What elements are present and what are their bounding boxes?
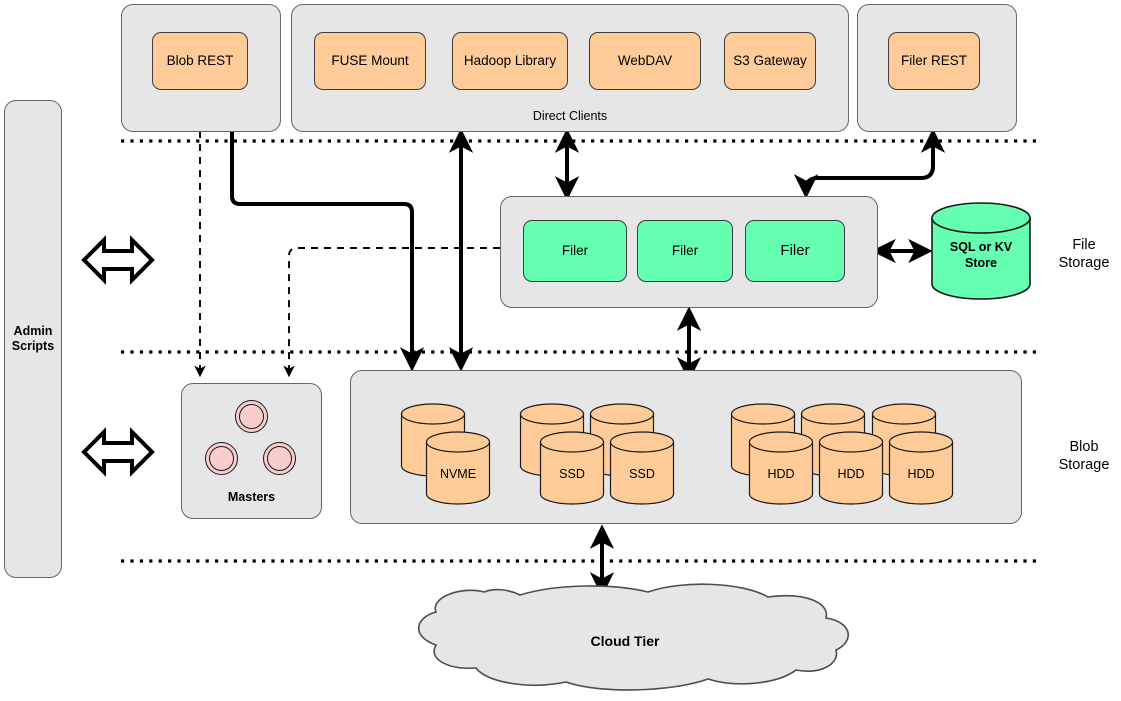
master-node-3[interactable] [263, 442, 296, 475]
blob-storage-caption: Blob Storage [1048, 438, 1120, 474]
file-storage-caption-line1: File [1072, 237, 1096, 253]
admin-arrows [81, 235, 155, 477]
admin-arrow-blob-storage [81, 427, 155, 477]
admin-arrow-file-storage [81, 235, 155, 285]
metastore-cylinder[interactable]: SQL or KV Store [930, 202, 1032, 300]
conn-filer-masters [283, 247, 500, 378]
file-storage-caption: File Storage [1048, 236, 1120, 272]
control-connectors [194, 131, 500, 378]
direct-clients-group-label: Direct Clients [532, 109, 608, 123]
conn-filerrest-filer [793, 128, 946, 199]
admin-scripts-label-line1: Admin [13, 324, 53, 339]
volume-ssd-1[interactable]: SSD [539, 431, 605, 507]
volume-ssd-2[interactable]: SSD [609, 431, 675, 507]
webdav-label: WebDAV [617, 53, 673, 69]
masters-label: Masters [227, 490, 276, 504]
file-storage-caption-line2: Storage [1058, 255, 1110, 272]
filer-rest-node[interactable]: Filer REST [888, 32, 980, 90]
filer-node-2[interactable]: Filer [637, 220, 733, 282]
hadoop-library-label: Hadoop Library [463, 53, 557, 69]
filer-node-1[interactable]: Filer [523, 220, 627, 282]
volume-hdd-1[interactable]: HDD [748, 431, 814, 507]
master-node-2[interactable] [205, 442, 238, 475]
volume-hdd-3[interactable]: HDD [888, 431, 954, 507]
blob-rest-label: Blob REST [166, 53, 234, 69]
filer-node-3[interactable]: Filer [745, 220, 845, 282]
blob-storage-caption-line1: Blob [1069, 439, 1099, 455]
admin-scripts-panel[interactable]: Admin Scripts [4, 100, 62, 578]
blob-rest-node[interactable]: Blob REST [152, 32, 248, 90]
blob-storage-caption-line2: Storage [1058, 457, 1110, 474]
cloud-tier-label: Cloud Tier [590, 633, 660, 649]
masters-group: Masters [181, 383, 322, 519]
volume-hdd-2[interactable]: HDD [818, 431, 884, 507]
master-node-1[interactable] [235, 400, 268, 433]
hadoop-library-node[interactable]: Hadoop Library [452, 32, 568, 90]
filer-node-2-label: Filer [671, 243, 699, 259]
conn-blobrest-volumes [230, 131, 425, 372]
s3-gateway-node[interactable]: S3 Gateway [724, 32, 816, 90]
fuse-mount-label: FUSE Mount [331, 53, 409, 69]
fuse-mount-node[interactable]: FUSE Mount [314, 32, 426, 90]
s3-gateway-label: S3 Gateway [733, 53, 807, 69]
webdav-node[interactable]: WebDAV [589, 32, 701, 90]
volume-nvme[interactable]: NVME [425, 431, 491, 507]
filer-rest-label: Filer REST [900, 53, 967, 69]
admin-scripts-label-line2: Scripts [11, 339, 55, 353]
filer-node-3-label: Filer [780, 242, 810, 260]
filer-node-1-label: Filer [561, 243, 589, 259]
